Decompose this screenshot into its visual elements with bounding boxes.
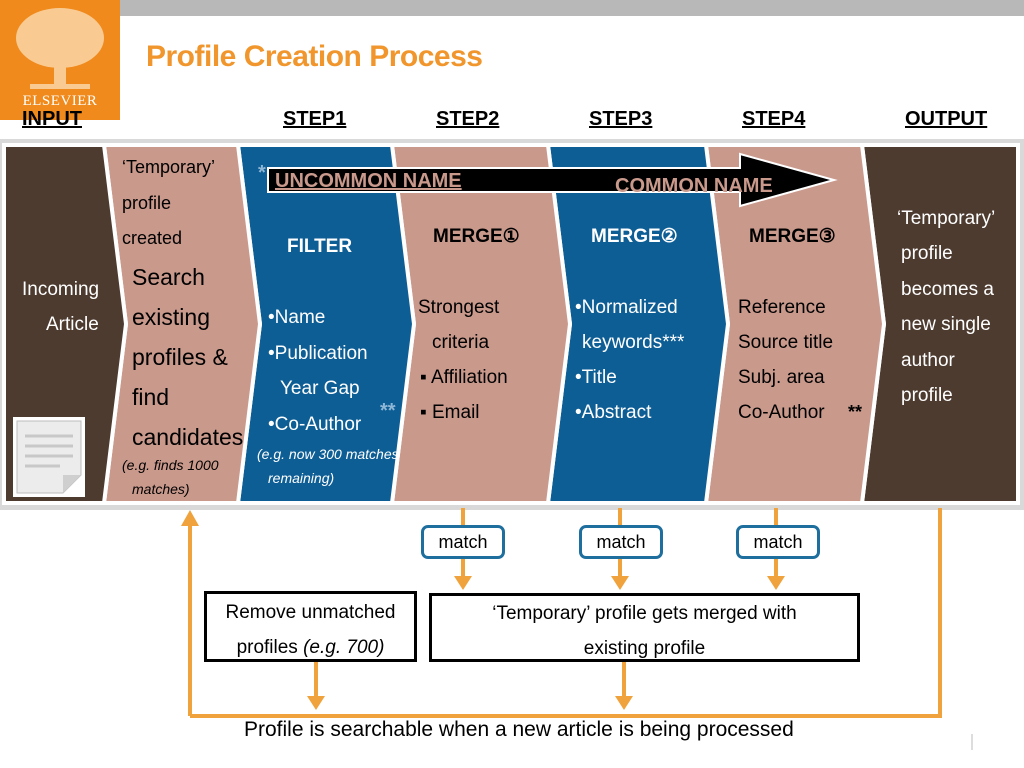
filter-item1: •Name	[268, 307, 326, 328]
header-step3: STEP3	[589, 108, 653, 130]
arrow-star: *	[258, 162, 266, 184]
tree-icon	[16, 8, 104, 89]
filter-item3: Year Gap	[280, 378, 360, 399]
output-line1: ‘Temporary’	[897, 208, 996, 229]
merge1-item1: Strongest	[418, 297, 500, 318]
merge3-stars: **	[848, 402, 863, 422]
feedback-arrowheads	[181, 510, 785, 710]
merge3-item2: Source title	[738, 332, 834, 353]
temp-search3: profiles &	[132, 344, 228, 370]
merge3-item1: Reference	[738, 297, 826, 318]
footer-caption: Profile is searchable when a new article…	[244, 718, 794, 741]
output-line4: new single	[901, 314, 991, 335]
remove-box-line2: profiles (e.g. 700)	[207, 630, 414, 665]
header-step4: STEP4	[742, 108, 806, 130]
merge3-item3: Subj. area	[738, 367, 825, 388]
output-line5: author	[901, 350, 955, 371]
merge2-item4: •Abstract	[575, 402, 652, 423]
output-line3: becomes a	[901, 279, 994, 300]
temp-example2: matches)	[132, 481, 190, 497]
temp-search4: find	[132, 384, 170, 410]
remove-box-line1: Remove unmatched	[225, 602, 396, 623]
merged-box: ‘Temporary’ profile gets merged with exi…	[429, 593, 860, 662]
merge3-item4: Co-Author	[738, 402, 825, 423]
header-output: OUTPUT	[905, 108, 988, 130]
merge2-label: MERGE②	[591, 226, 678, 247]
common-name-label: COMMON NAME	[615, 175, 773, 197]
merge1-label: MERGE①	[433, 226, 520, 247]
merge1-item4: ▪ Email	[420, 402, 480, 423]
filter-stars: **	[380, 400, 396, 422]
match-box-merge1: match	[421, 525, 505, 559]
page-title: Profile Creation Process	[146, 40, 483, 73]
output-line6: profile	[901, 385, 953, 406]
merge2-item2: keywords***	[582, 332, 685, 353]
filter-item2: •Publication	[268, 343, 368, 364]
name-arrow	[267, 152, 838, 208]
filter-label: FILTER	[287, 236, 353, 257]
temp-example1: (e.g. finds 1000	[122, 457, 219, 473]
top-bar	[120, 0, 1024, 16]
merged-box-line2: existing profile	[583, 638, 706, 659]
filter-example2: remaining)	[268, 470, 335, 486]
match-box-merge2: match	[579, 525, 663, 559]
header-step1: STEP1	[283, 108, 347, 130]
filter-item4: •Co-Author	[268, 414, 362, 435]
uncommon-name-label: UNCOMMON NAME	[275, 170, 462, 192]
input-line1: Incoming	[22, 279, 100, 300]
merge2-item1: •Normalized	[575, 297, 678, 318]
remove-box-example: (e.g. 700)	[303, 637, 385, 658]
input-line2: Article	[46, 314, 99, 335]
remove-box-line2-text: profiles	[236, 637, 304, 658]
filter-example1: (e.g. now 300 matches	[257, 446, 399, 462]
temp-line2: profile	[122, 193, 172, 213]
output-line2: profile	[901, 243, 953, 264]
match-box-merge3: match	[736, 525, 820, 559]
merge2-item3: •Title	[575, 367, 617, 388]
temp-search1: Search	[132, 264, 205, 290]
header-step2: STEP2	[436, 108, 500, 130]
elsevier-logo	[0, 0, 120, 120]
temp-line1: ‘Temporary’	[122, 157, 216, 177]
merge3-label: MERGE③	[749, 226, 836, 247]
merged-box-line1: ‘Temporary’ profile gets merged with	[492, 603, 797, 624]
merge1-item2: criteria	[432, 332, 490, 353]
temp-search5: candidates	[132, 424, 244, 450]
remove-unmatched-box: Remove unmatched profiles (e.g. 700)	[204, 591, 417, 662]
logo-text: ELSEVIER	[22, 93, 98, 109]
temp-line3: created	[122, 228, 183, 248]
header-input: INPUT	[22, 108, 82, 130]
input-block	[2, 143, 129, 505]
document-icon	[13, 417, 85, 497]
merge1-item3: ▪ Affiliation	[420, 367, 508, 388]
temp-search2: existing	[132, 304, 210, 330]
